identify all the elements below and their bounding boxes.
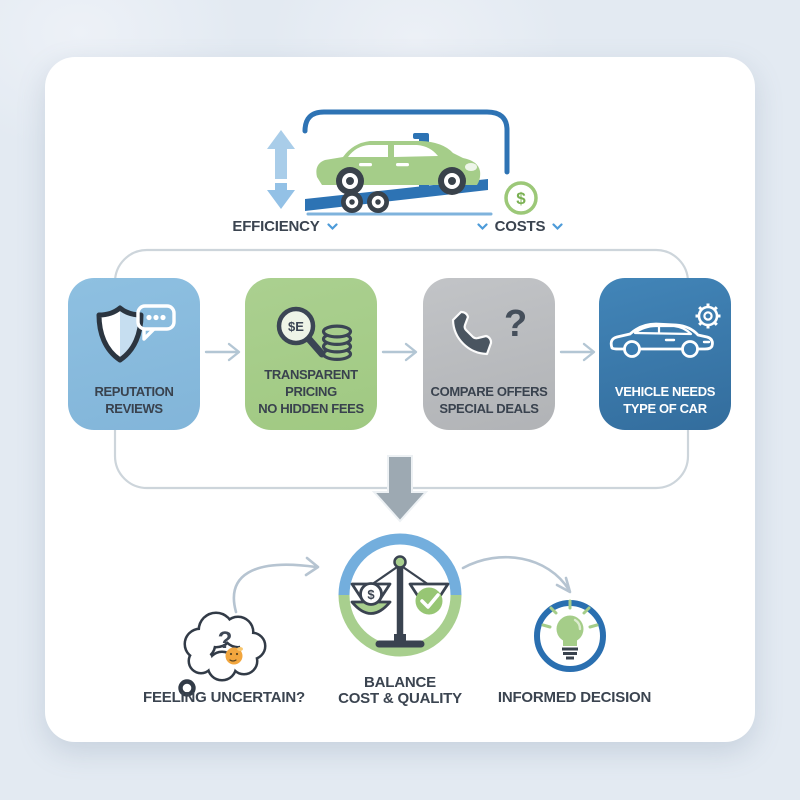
cloud-question-mark: ? bbox=[218, 627, 233, 654]
balance-label-line1: BALANCE bbox=[364, 674, 436, 691]
magnifier-coins-icon: $E bbox=[276, 306, 353, 361]
step-arrow-1 bbox=[204, 342, 241, 362]
gear-icon bbox=[695, 303, 721, 329]
efficiency-label: EFFICIENCY bbox=[232, 218, 320, 235]
dollar-badge-icon: $ bbox=[504, 181, 538, 215]
trailer-wheels-icon bbox=[341, 191, 389, 213]
step-arrow-3 bbox=[559, 342, 596, 362]
car-gear-icon bbox=[609, 303, 721, 358]
efficiency-arrow-icon bbox=[267, 130, 295, 209]
chevron-down-icon bbox=[477, 222, 488, 230]
balance-scale-icon: $ bbox=[338, 533, 462, 657]
shield-reviews-icon bbox=[96, 304, 176, 363]
step-label-line1: TRANSPARENT PRICING bbox=[264, 367, 358, 399]
costs-label: COSTS bbox=[494, 218, 546, 235]
down-arrow bbox=[371, 455, 429, 523]
thinking-emoji-icon bbox=[225, 647, 243, 665]
efficiency-label-row: EFFICIENCY bbox=[210, 218, 360, 235]
car-carrier-icon: $ bbox=[267, 109, 538, 216]
lens-text: $E bbox=[288, 319, 304, 334]
balance-label: BALANCE COST & QUALITY bbox=[325, 675, 475, 707]
step-label-line1: REPUTATION bbox=[94, 384, 174, 399]
cloud-tail-bubble bbox=[178, 679, 196, 697]
step-box-pricing: $E TRANSPARENT PRICING NO HIDDEN FEES bbox=[245, 278, 377, 430]
step-label: REPUTATION REVIEWS bbox=[70, 383, 198, 417]
step-label-line2: SPECIAL DEALS bbox=[439, 401, 539, 416]
costs-label-row: COSTS bbox=[455, 218, 585, 235]
step-label-line2: REVIEWS bbox=[105, 401, 163, 416]
dollar-badge-text: $ bbox=[516, 189, 526, 208]
step-box-compare: ? COMPARE OFFERS SPECIAL DEALS bbox=[423, 278, 555, 430]
thought-cloud-icon: ? bbox=[178, 611, 267, 697]
shield-icon bbox=[96, 305, 144, 363]
phone-question-icon: ? bbox=[451, 303, 527, 356]
curved-arrow-left bbox=[232, 556, 320, 614]
step-label: TRANSPARENT PRICING NO HIDDEN FEES bbox=[247, 366, 375, 417]
step-box-reputation: REPUTATION REVIEWS bbox=[68, 278, 200, 430]
phone-icon bbox=[451, 310, 493, 356]
chevron-down-icon bbox=[326, 222, 338, 230]
checkmark-icon bbox=[420, 593, 440, 609]
feeling-uncertain-label: FEELING UNCERTAIN? bbox=[143, 689, 305, 706]
informed-decision-label: INFORMED DECISION bbox=[497, 689, 652, 706]
chat-bubble-icon bbox=[136, 304, 176, 341]
step-box-vehicle: VEHICLE NEEDS TYPE OF CAR bbox=[599, 278, 731, 430]
step-arrow-2 bbox=[381, 342, 418, 362]
step-label-line2: TYPE OF CAR bbox=[623, 401, 707, 416]
step-label-line1: COMPARE OFFERS bbox=[430, 384, 548, 399]
coins-icon bbox=[321, 324, 353, 361]
step-label: VEHICLE NEEDS TYPE OF CAR bbox=[601, 383, 729, 417]
chevron-down-icon bbox=[552, 222, 563, 230]
magnifier-icon: $E bbox=[276, 306, 326, 358]
car-icon bbox=[609, 322, 714, 358]
curved-arrow-right bbox=[461, 555, 572, 594]
step-label-line2: NO HIDDEN FEES bbox=[258, 401, 364, 416]
bracket-icon bbox=[302, 109, 510, 175]
step-label-line1: VEHICLE NEEDS bbox=[614, 384, 716, 399]
question-mark: ? bbox=[504, 303, 527, 345]
lightbulb-icon bbox=[534, 599, 606, 672]
car-icon bbox=[316, 141, 481, 195]
step-label: COMPARE OFFERS SPECIAL DEALS bbox=[425, 383, 553, 417]
pan-dollar-text: $ bbox=[367, 587, 375, 602]
balance-label-line2: COST & QUALITY bbox=[338, 690, 462, 707]
